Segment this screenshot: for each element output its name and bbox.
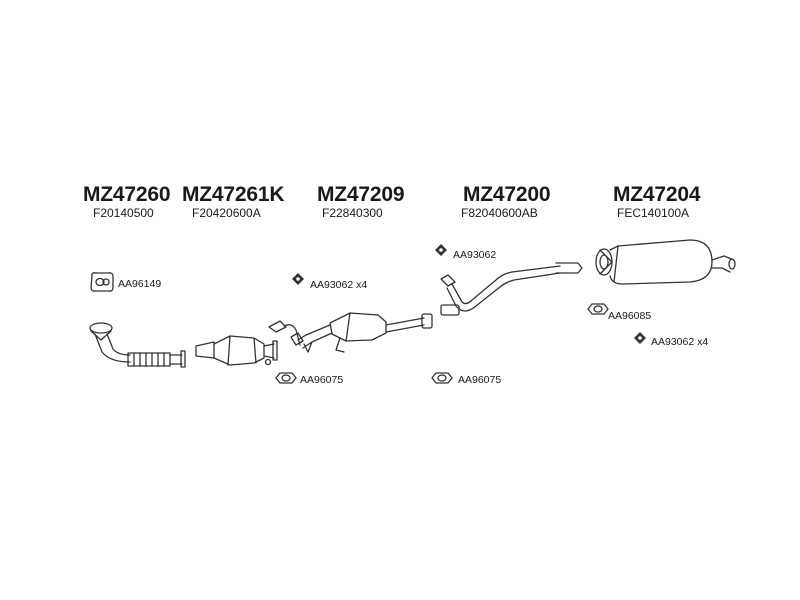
catalytic-converter-part [195,335,278,366]
ring-gasket-icon [275,372,297,384]
accessory-label-7: AA96075 [458,374,502,386]
part-ref-3: F22840300 [322,206,383,220]
accessory-label-1: AA96149 [118,278,162,290]
accessory-label-5: AA93062 x4 [651,336,709,348]
part-code-4: MZ47200 [463,183,551,206]
accessory-label-3: AA93062 [453,249,497,261]
part-code-1: MZ47260 [83,183,171,206]
centre-silencer-part [268,312,433,353]
clamp-icon [634,332,646,344]
intermediate-pipe-part [440,262,583,316]
rear-silencer-part [595,239,736,285]
accessory-label-2: AA93062 x4 [310,279,368,291]
part-ref-1: F20140500 [93,206,154,220]
accessory-label-4: AA96085 [608,310,652,322]
part-ref-4: F82040600AB [461,206,538,220]
ring-gasket-icon [431,372,453,384]
clamp-icon [435,244,447,256]
downpipe-part [89,322,186,368]
accessory-label-6: AA96075 [300,374,344,386]
part-ref-2: F20420600A [192,206,261,220]
flange-gasket-icon [90,272,114,292]
part-ref-5: FEC140100A [617,206,690,220]
part-code-5: MZ47204 [613,183,701,206]
part-code-3: MZ47209 [317,183,405,206]
clamp-icon [292,273,304,285]
ring-gasket-icon [587,303,609,315]
part-code-2: MZ47261K [182,183,285,206]
